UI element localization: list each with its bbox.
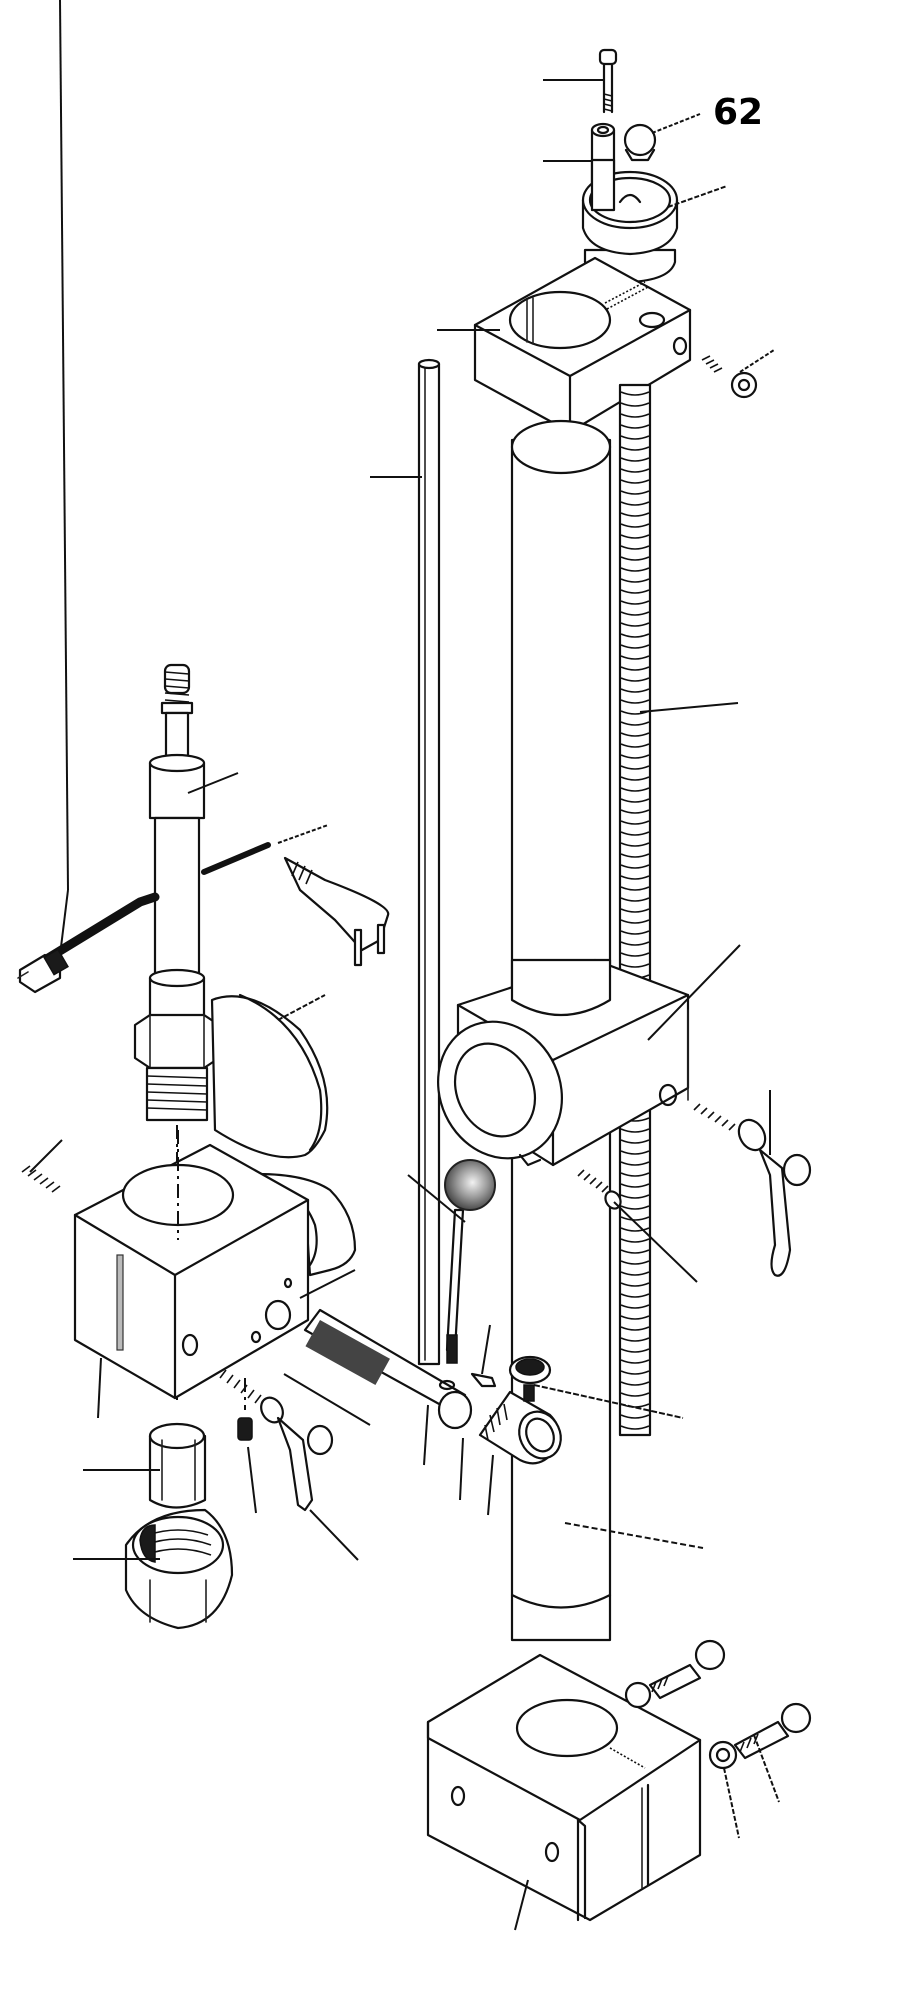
leader-line [59,0,69,891]
leader-line [29,1139,63,1173]
leader-line [277,824,329,844]
cable-plug [283,856,390,967]
carriage-clamp-lever [693,1090,812,1277]
base-washer [708,1740,740,1839]
leader-line [309,1509,359,1561]
small-clamp-lever [219,1369,359,1561]
top-cap-screw [543,48,618,114]
leader-line [667,185,728,208]
base-bolt-1 [624,1639,726,1709]
leader-line [187,772,239,794]
leader-line [277,994,326,1021]
index-knob [508,1355,684,1419]
mount-block [73,1130,357,1419]
motor-disc [210,993,329,1159]
leader-line [564,1522,704,1549]
leader-line [647,944,741,1041]
top-clamp-block [437,256,692,434]
cap-ball-knob [623,113,701,162]
leader-line [514,1879,529,1931]
cable-connector [17,0,69,994]
ball-lever [407,1159,496,1364]
leader-line [639,702,739,713]
leader-line [247,1446,257,1514]
set-screw-left [21,1139,63,1193]
collet-nut [73,1508,234,1630]
leader-line-62 [651,113,701,134]
leader-line [423,1404,429,1466]
carriage-set-screw [577,1169,698,1283]
leader-line [481,1324,491,1375]
leader-line [299,1269,356,1299]
base-bolt-2 [733,1702,812,1803]
leader-line [739,349,775,373]
pinion-gear [470,1324,562,1516]
leader-line [613,1201,698,1283]
leader-line [459,1437,464,1501]
leader-line [723,1767,740,1839]
clamp-screw-top [701,349,775,399]
collet [83,1422,207,1509]
leader-line [283,1373,371,1426]
leader-line [533,1384,684,1419]
rack-screw [618,383,739,1437]
guide-rod [370,358,441,1366]
leader-line [407,1174,466,1223]
leader-line [487,1454,494,1516]
base-block [426,1653,702,1931]
power-cable [40,824,329,965]
grub-screw [237,1378,257,1514]
pinion-shaft [283,1308,473,1501]
leader-line [97,1357,102,1419]
leader-line [753,1734,780,1803]
callout-label-62: 62 [713,92,764,133]
carriage-ring [436,1020,564,1167]
